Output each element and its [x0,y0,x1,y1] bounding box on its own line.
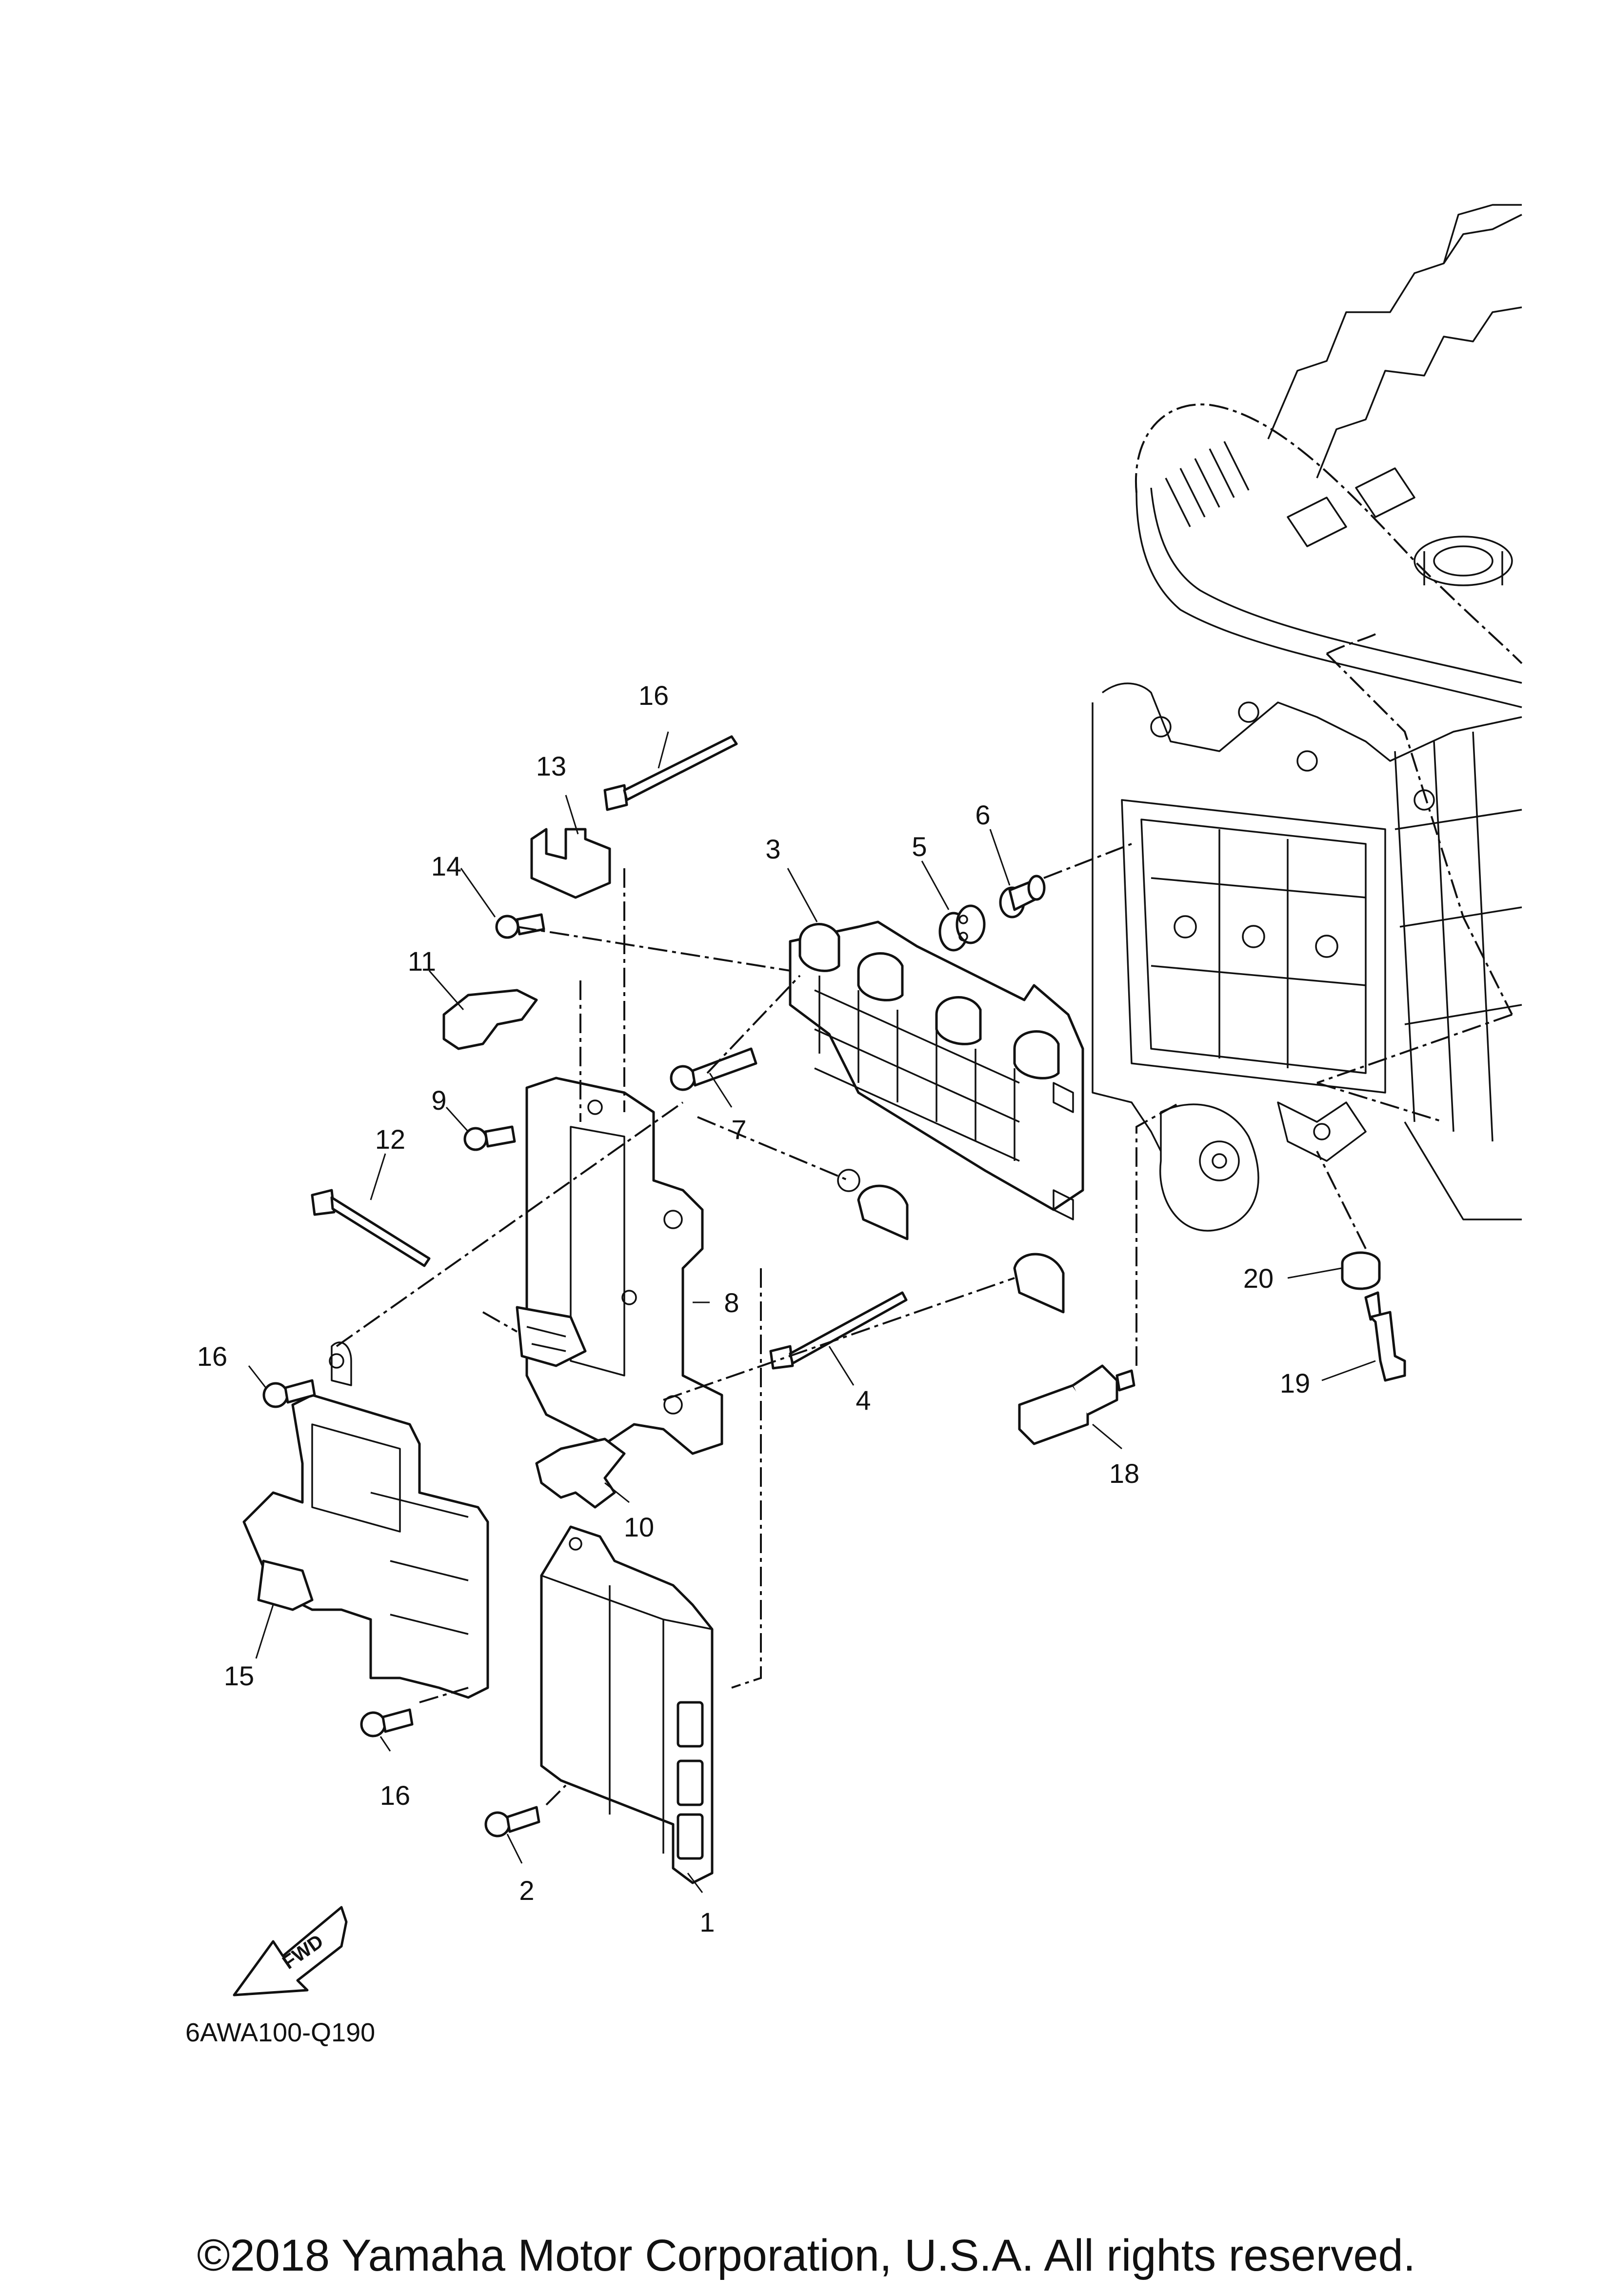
engine-block-illustration [1092,204,1523,1232]
part-2-bolt [484,1806,540,1837]
callout-16-upper: 16 [197,1341,227,1372]
callout-3: 3 [765,834,780,864]
part-16-bolt-upper [262,1379,316,1408]
callout-20: 20 [1243,1263,1274,1294]
callout-7: 7 [731,1114,746,1145]
assembly-lines [336,843,1367,1806]
callout-11: 11 [408,946,436,977]
callout-1: 1 [699,1907,715,1937]
copyright-notice: ©2018 Yamaha Motor Corporation, U.S.A. A… [197,2231,1415,2280]
part-14-bolt [495,913,545,939]
fwd-arrow: FWD [233,1906,348,1997]
callout-8: 8 [724,1287,739,1318]
part-16-bolt-lower [360,1708,414,1737]
callout-9: 9 [431,1085,446,1116]
part-1-ecm-unit [540,1525,714,1884]
part-18-sensor [1018,1364,1135,1445]
part-20-plug [1341,1251,1381,1290]
part-5-grommet [938,904,986,952]
part-8-plate [516,1077,723,1455]
callout-15: 15 [224,1660,254,1691]
part-15-bracket [242,1341,489,1699]
callout-12: 12 [375,1124,405,1155]
part-17-cable-tie [603,735,738,811]
callout-6: 6 [975,799,990,830]
leader-lines [248,731,1376,1893]
diagram-code: 6AWA100-Q190 [185,2018,375,2047]
callout-19: 19 [1280,1368,1310,1398]
part-3-bracket [789,920,1084,1314]
callout-16-lower: 16 [380,1780,410,1811]
part-12-cable-tie [311,1189,431,1267]
part-4-cable-tie [769,1291,908,1370]
callout-18: 18 [1109,1458,1139,1489]
part-11-clip [442,989,538,1050]
callout-14: 14 [431,851,461,881]
part-19-sensor [1364,1291,1406,1382]
part-9-bolt [463,1125,516,1151]
callout-4: 4 [856,1385,871,1416]
part-13-clip [530,828,611,899]
callout-labels: 16 13 14 11 9 12 3 5 6 7 8 16 4 10 15 16… [197,680,1310,1937]
callout-10: 10 [624,1512,654,1542]
callout-13: 13 [536,751,566,781]
callout-5: 5 [912,831,927,862]
callout-2: 2 [519,1875,534,1906]
part-10-clip [535,1437,626,1509]
part-7-bolt [670,1047,757,1091]
callout-17: 16 [638,680,669,711]
part-6-collar [999,875,1046,918]
